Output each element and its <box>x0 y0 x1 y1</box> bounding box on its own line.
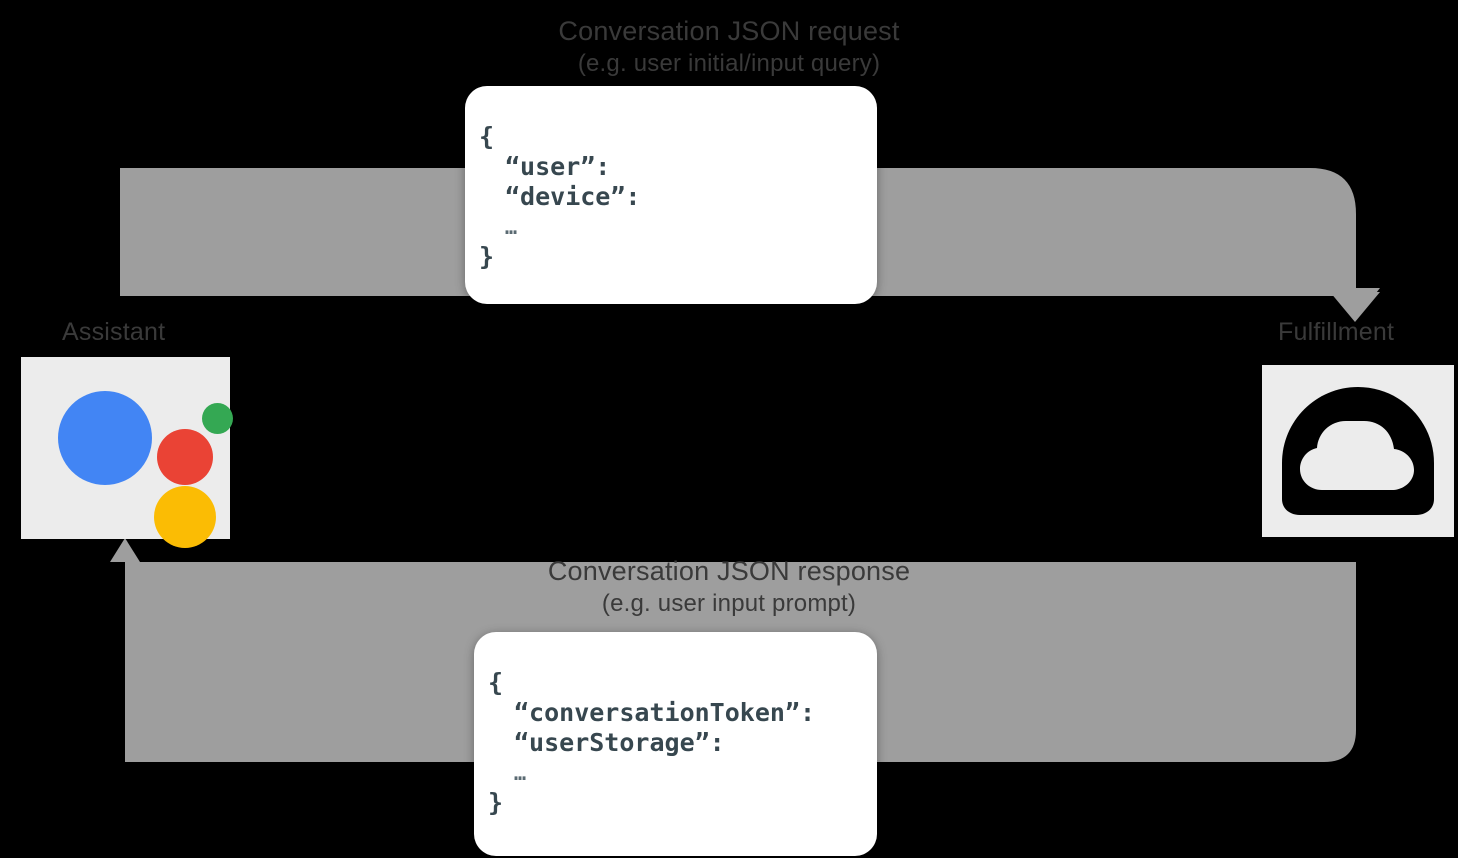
assistant-dot-blue <box>57 391 152 485</box>
response-caption-line2: (e.g. user input prompt) <box>601 590 857 617</box>
response-json-card: { “conversationToken”: “userStorage”: … … <box>474 632 877 856</box>
request-flow-caption: Conversation JSON request (e.g. user ini… <box>0 14 1458 80</box>
assistant-dot-green <box>201 403 233 434</box>
request-json-field-device: “device”: <box>505 182 641 211</box>
request-caption-line2: (e.g. user initial/input query) <box>577 50 881 77</box>
request-json-ellipsis: … <box>505 215 519 239</box>
request-flow-corner <box>1310 168 1356 214</box>
response-json-close-brace: } <box>488 788 504 817</box>
response-band-corner-round <box>1324 730 1356 762</box>
assistant-dot-yellow <box>153 486 216 548</box>
request-caption-line1: Conversation JSON request <box>558 16 900 46</box>
request-json-open-brace: { <box>479 122 495 151</box>
assistant-label: Assistant <box>62 318 166 346</box>
response-json-open-brace: { <box>488 668 504 697</box>
response-caption-line1: Conversation JSON response <box>547 556 911 586</box>
request-band-corner-round <box>1324 168 1356 200</box>
response-json-field-user-storage: “userStorage”: <box>514 728 725 757</box>
assistant-endpoint-tile[interactable] <box>21 357 233 548</box>
cloud-icon <box>1282 387 1434 515</box>
response-json-field-conversation-token: “conversationToken”: <box>514 698 816 727</box>
response-json-ellipsis: … <box>514 761 528 785</box>
request-json-close-brace: } <box>479 242 495 271</box>
fulfillment-endpoint-tile[interactable] <box>1262 365 1454 537</box>
assistant-dot-red <box>156 429 213 485</box>
response-flow-caption: Conversation JSON response (e.g. user in… <box>0 554 1458 620</box>
request-json-field-user: “user”: <box>505 152 611 181</box>
google-assistant-icon <box>42 373 233 548</box>
fulfillment-label: Fulfillment <box>1278 318 1395 346</box>
request-json-card: { “user”: “device”: … } <box>465 86 877 304</box>
